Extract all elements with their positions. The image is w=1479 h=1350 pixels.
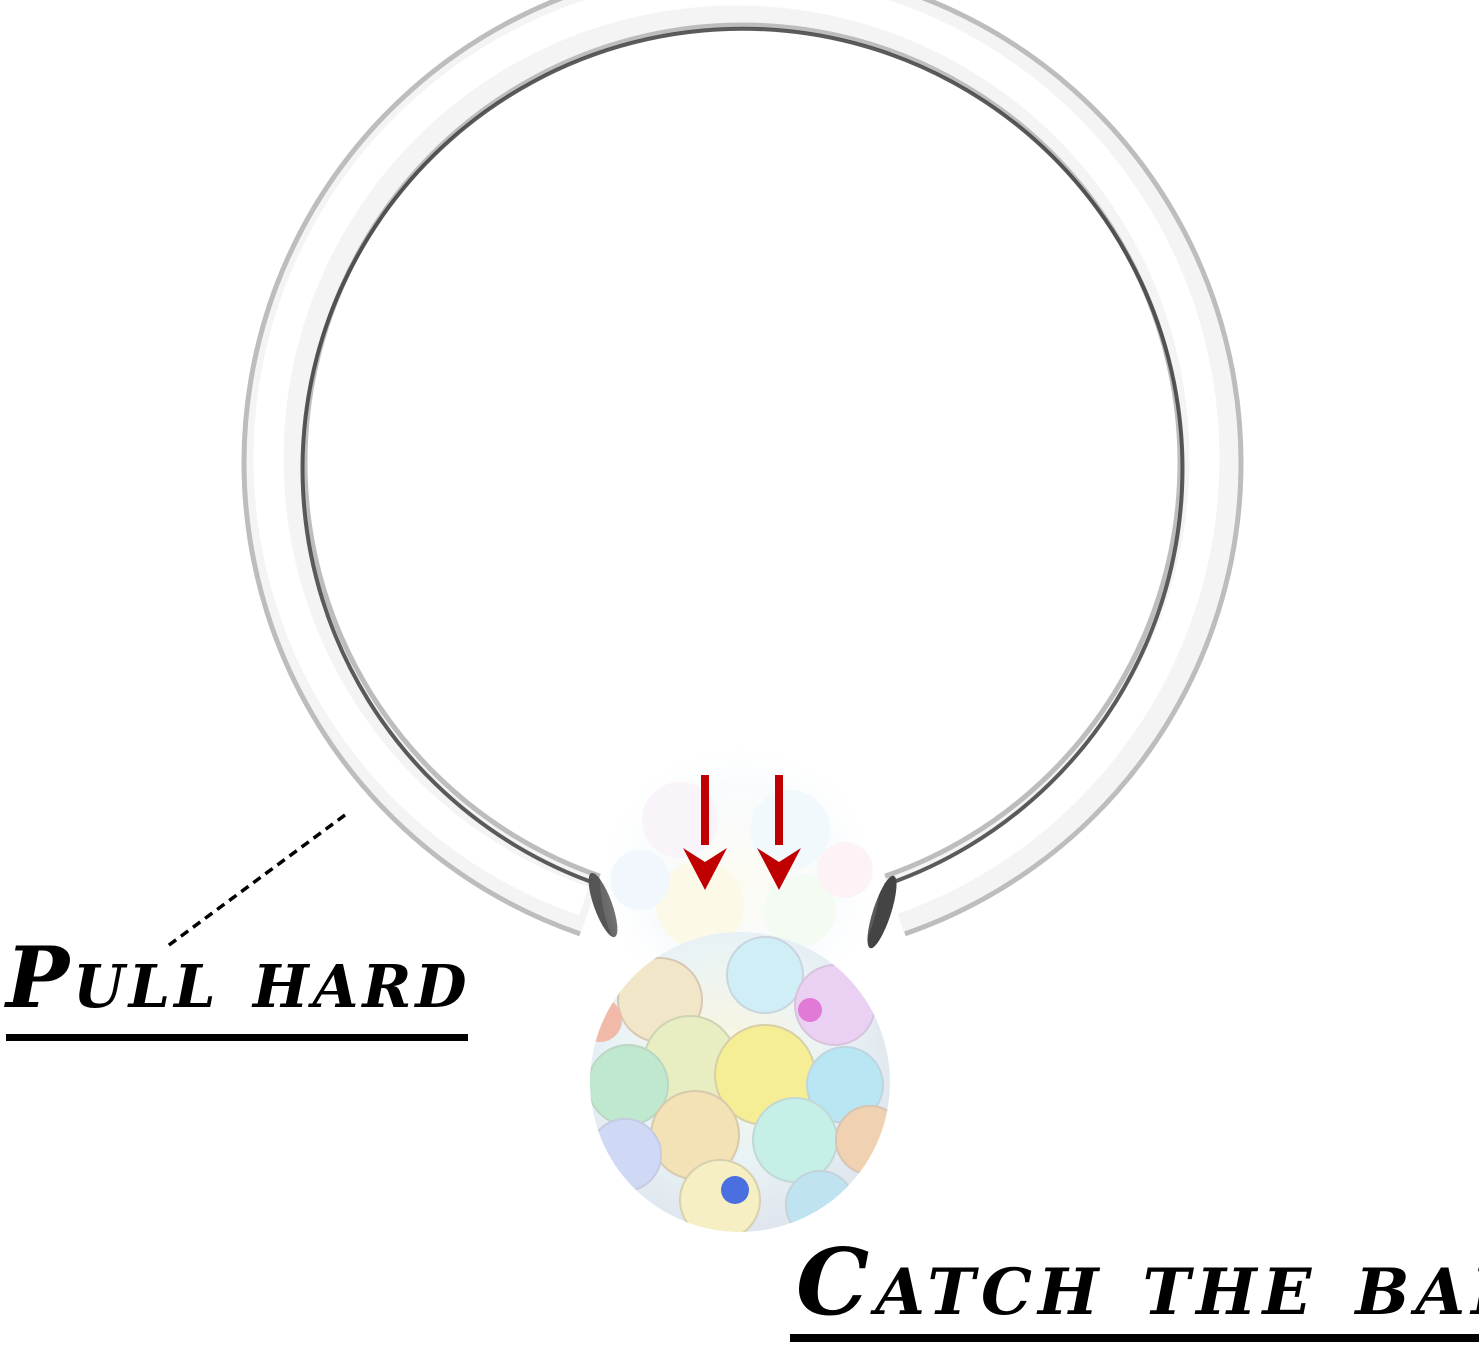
ring <box>241 0 1244 949</box>
catch-ball-underline <box>790 1334 1479 1342</box>
crystal-ball <box>590 932 890 1232</box>
arrow-down-icon <box>757 775 801 890</box>
pull-hard-label: Pull hard <box>6 928 471 1027</box>
pull-hard-underline <box>6 1034 468 1041</box>
leader-line <box>163 813 347 950</box>
arrow-down-icon <box>683 775 727 890</box>
catch-ball-label: Catch the ball <box>796 1228 1479 1336</box>
